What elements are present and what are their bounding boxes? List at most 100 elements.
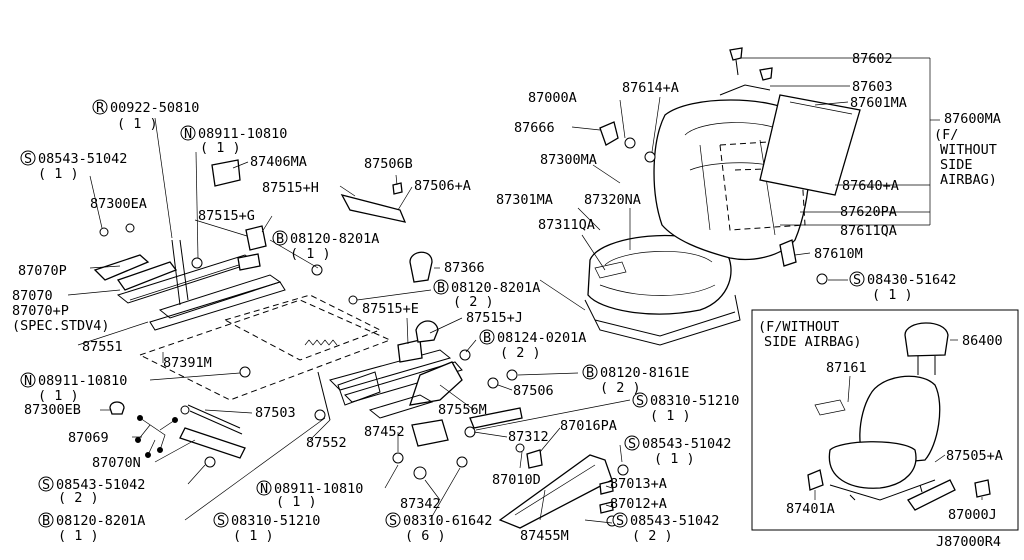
part-qty: ( 2 ) xyxy=(58,490,99,506)
part-number: 08120-8201A xyxy=(56,513,145,529)
prefix-r-marker xyxy=(92,99,108,115)
prefix-letter: S xyxy=(628,436,636,452)
prefix-letter: S xyxy=(853,272,861,288)
part-number: 87515+G xyxy=(198,208,255,224)
part-number: 87391M xyxy=(163,355,212,371)
part-qty: ( 1 ) xyxy=(290,246,331,262)
part-qty: ( 1 ) xyxy=(38,166,79,182)
part-number: 87506+A xyxy=(414,178,471,194)
part-qty: ( 1 ) xyxy=(872,287,913,303)
prefix-letter: B xyxy=(42,513,50,529)
part-qty: ( 2 ) xyxy=(600,380,641,396)
part-number: 87070P xyxy=(18,263,67,279)
prefix-letter: N xyxy=(260,481,268,497)
part-number: 08120-8201A xyxy=(451,280,540,296)
part-number: 08430-51642 xyxy=(867,272,956,288)
part-number: 87161 xyxy=(826,360,867,376)
seat-assembly-drawing xyxy=(584,47,861,346)
prefix-s-marker xyxy=(20,150,36,166)
part-number: 08911-10810 xyxy=(198,126,287,142)
part-note: (F/ xyxy=(934,127,958,143)
part-number: 87640+A xyxy=(842,178,899,194)
part-qty: ( 1 ) xyxy=(200,140,241,156)
part-number: 87070 xyxy=(12,288,53,304)
part-number: 87016PA xyxy=(560,418,617,434)
prefix-b-marker xyxy=(582,364,598,380)
prefix-s-marker xyxy=(624,435,640,451)
prefix-s-marker xyxy=(612,512,628,528)
part-number: 87610M xyxy=(814,246,863,262)
part-number: 87300EA xyxy=(90,196,147,212)
prefix-letter: S xyxy=(636,393,644,409)
prefix-letter: N xyxy=(24,373,32,389)
inset-note: (F/WITHOUT xyxy=(758,319,839,335)
part-qty: ( 1 ) xyxy=(276,494,317,510)
part-number: 87301MA xyxy=(496,192,553,208)
prefix-letter: S xyxy=(616,513,624,529)
part-note: (SPEC.STDV4) xyxy=(12,318,110,334)
diagram-code: J87000R4 xyxy=(936,534,1001,550)
prefix-b-marker xyxy=(433,279,449,295)
part-number: 87300MA xyxy=(540,152,597,168)
part-note: AIRBAG) xyxy=(940,172,997,188)
leader-lines xyxy=(67,57,983,524)
prefix-letter: S xyxy=(217,513,225,529)
part-qty: ( 1 ) xyxy=(38,388,79,404)
prefix-s-marker xyxy=(632,392,648,408)
part-qty: ( 1 ) xyxy=(117,116,158,132)
part-number: 08120-8161E xyxy=(600,365,689,381)
part-number: 87013+A xyxy=(610,476,667,492)
part-number: 87506B xyxy=(364,156,413,172)
part-number: 08543-51042 xyxy=(642,436,731,452)
part-number: 87603 xyxy=(852,79,893,95)
prefix-letter: S xyxy=(24,151,32,167)
prefix-s-marker xyxy=(385,512,401,528)
part-number: 87069 xyxy=(68,430,109,446)
part-number: 87620PA xyxy=(840,204,897,220)
prefix-b-marker xyxy=(272,230,288,246)
part-number: 87401A xyxy=(786,501,835,517)
part-number: 87070N xyxy=(92,455,141,471)
part-number: 87666 xyxy=(514,120,555,136)
prefix-n-marker xyxy=(180,125,196,141)
part-number: 08310-51210 xyxy=(231,513,320,529)
part-number: 87515+E xyxy=(362,301,419,317)
prefix-s-marker xyxy=(38,476,54,492)
part-number: 87601MA xyxy=(850,95,907,111)
part-number: 87455M xyxy=(520,528,569,544)
part-number: 87600MA xyxy=(944,111,1001,127)
part-number: 08310-61642 xyxy=(403,513,492,529)
part-number: 08543-51042 xyxy=(630,513,719,529)
part-number: 87614+A xyxy=(622,80,679,96)
part-number: 86400 xyxy=(962,333,1003,349)
part-number: 87342 xyxy=(400,496,441,512)
part-number: 87012+A xyxy=(610,496,667,512)
part-qty: ( 2 ) xyxy=(453,294,494,310)
part-number: 87010D xyxy=(492,472,541,488)
part-number: 87300EB xyxy=(24,402,81,418)
part-number: 87611QA xyxy=(840,223,897,239)
part-number: 87551 xyxy=(82,339,123,355)
prefix-b-marker xyxy=(38,512,54,528)
prefix-letter: B xyxy=(276,231,284,247)
inset-without-side-airbag xyxy=(751,309,1019,531)
seat-track-assembly-drawing xyxy=(93,159,629,529)
part-number: 87000J xyxy=(948,507,997,523)
part-qty: ( 2 ) xyxy=(632,528,673,544)
part-number: 87406MA xyxy=(250,154,307,170)
prefix-letter: N xyxy=(184,126,192,142)
part-number: 87556M xyxy=(438,402,487,418)
part-qty: ( 6 ) xyxy=(405,528,446,544)
part-number: 08543-51042 xyxy=(38,151,127,167)
part-note: WITHOUT xyxy=(940,142,997,158)
part-number: 00922-50810 xyxy=(110,100,199,116)
part-labels: R 00922-50810 ( 1 ) N 08911-10810 ( 1 ) … xyxy=(12,51,1003,550)
prefix-letter: B xyxy=(483,330,491,346)
prefix-s-marker xyxy=(849,271,865,287)
prefix-letter: B xyxy=(437,280,445,296)
part-qty: ( 2 ) xyxy=(500,345,541,361)
part-number: 08543-51042 xyxy=(56,477,145,493)
part-qty: ( 1 ) xyxy=(233,528,274,544)
prefix-n-marker xyxy=(20,372,36,388)
part-number: 87515+H xyxy=(262,180,319,196)
